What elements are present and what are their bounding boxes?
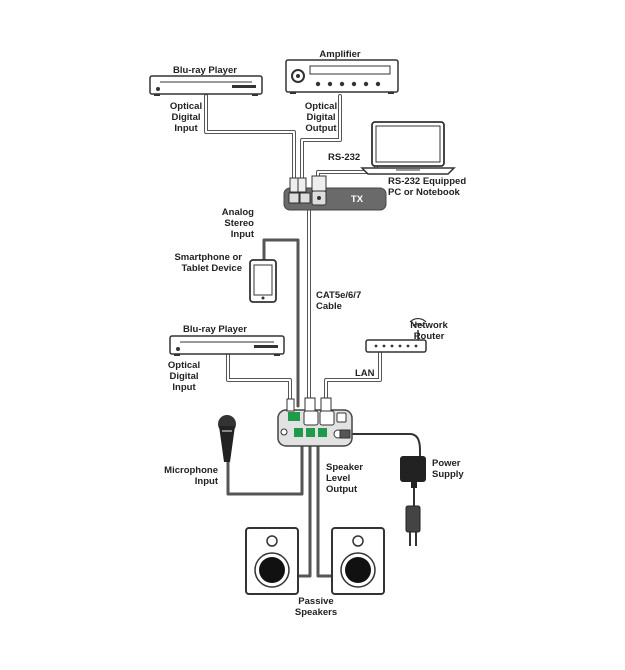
amplifier-device xyxy=(285,59,399,94)
power-supply-icon xyxy=(400,456,426,546)
label-speaker-level-output: Speaker Level Output xyxy=(326,462,363,495)
cable-microphone xyxy=(226,444,304,496)
cable-lan xyxy=(324,348,382,408)
label-optical-input-top: Optical Digital Input xyxy=(169,101,203,134)
rx-unit xyxy=(277,397,353,447)
label-lan: LAN xyxy=(355,368,375,379)
smartphone-icon xyxy=(249,259,277,303)
network-router-icon xyxy=(365,318,427,353)
label-tx: TX xyxy=(350,194,364,205)
laptop-icon xyxy=(360,121,456,175)
cable-optical-bottom-bluray xyxy=(226,352,292,408)
label-bluray-bottom: Blu-ray Player xyxy=(183,324,247,335)
label-rs232: RS-232 xyxy=(328,152,361,163)
label-passive-speakers: Passive Speakers xyxy=(294,596,338,618)
label-amplifier: Amplifier xyxy=(319,49,361,60)
label-smartphone: Smartphone or Tablet Device xyxy=(174,252,242,274)
cable-optical-top-bluray xyxy=(204,94,296,184)
label-bluray-top: Blu-ray Player xyxy=(173,65,237,76)
label-network-router: Network Router xyxy=(410,320,448,342)
cable-power xyxy=(339,433,421,507)
label-microphone-input: Microphone Input xyxy=(164,465,218,487)
speaker-left-icon xyxy=(245,527,299,595)
label-pc-notebook: RS-232 Equipped PC or Notebook xyxy=(388,176,467,198)
label-cat-cable: CAT5e/6/7 Cable xyxy=(316,290,362,312)
tx-unit xyxy=(283,175,387,211)
cable-analog xyxy=(262,238,300,408)
microphone-icon xyxy=(218,415,236,462)
speaker-right-icon xyxy=(331,527,385,595)
bluray-player-bottom xyxy=(169,335,285,356)
cable-optical-amplifier xyxy=(300,94,342,184)
label-power-supply: Power Supply xyxy=(432,458,464,480)
label-analog-stereo-input: Analog Stereo Input xyxy=(221,207,254,240)
label-optical-output: Optical Digital Output xyxy=(304,101,338,134)
bluray-player-top xyxy=(149,75,263,96)
label-optical-input-bottom: Optical Digital Input xyxy=(167,360,201,393)
